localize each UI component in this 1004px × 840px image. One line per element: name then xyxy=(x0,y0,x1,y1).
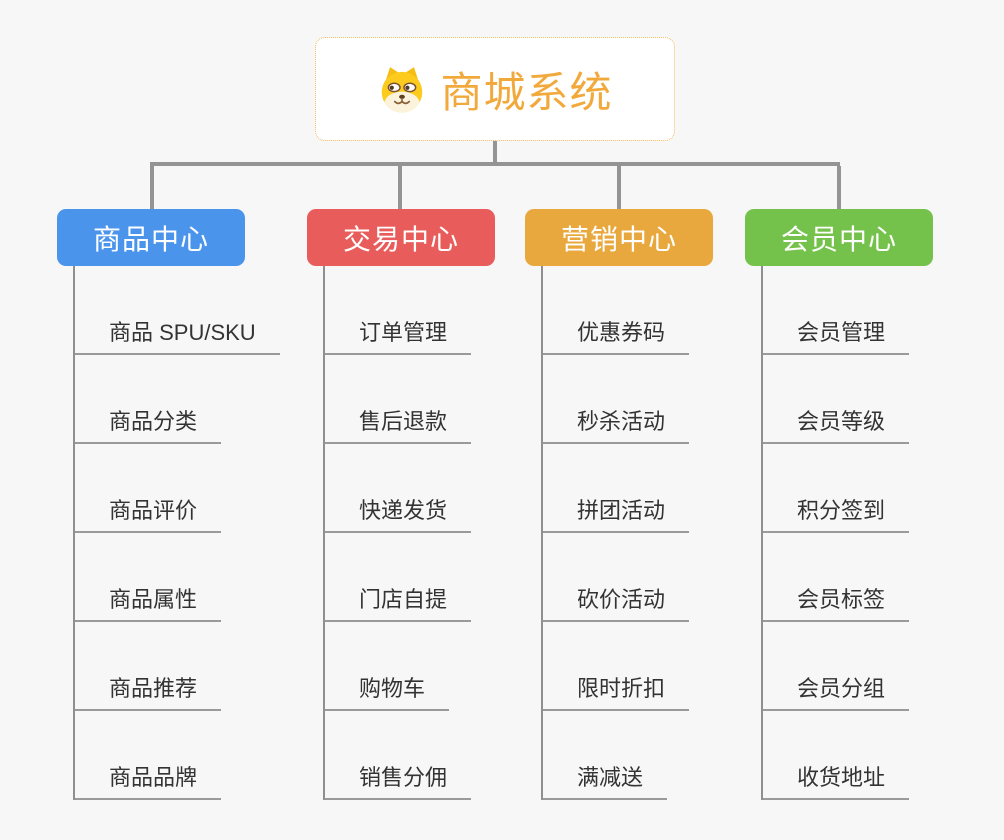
leaf-label: 购物车 xyxy=(359,676,426,701)
branch-column: 营销中心优惠券码秒杀活动拼团活动砍价活动限时折扣满减送 xyxy=(525,209,713,800)
leaf-node[interactable]: 商品推荐 xyxy=(75,622,222,711)
leaf-list: 优惠券码秒杀活动拼团活动砍价活动限时折扣满减送 xyxy=(541,266,713,800)
leaf-node[interactable]: 商品 SPU/SKU xyxy=(75,266,280,355)
leaf-node[interactable]: 销售分佣 xyxy=(325,711,472,800)
branch-label: 商品中心 xyxy=(92,223,209,255)
leaf-label: 商品 SPU/SKU xyxy=(109,320,256,345)
leaf-label: 限时折扣 xyxy=(577,676,666,701)
branch-node[interactable]: 营销中心 xyxy=(525,209,713,266)
branch-node[interactable]: 会员中心 xyxy=(745,209,933,266)
leaf-label: 商品品牌 xyxy=(109,765,198,790)
leaf-node[interactable]: 商品品牌 xyxy=(75,711,222,800)
connector-drop-2 xyxy=(398,166,402,209)
leaf-label: 商品推荐 xyxy=(109,676,198,701)
branch-label: 会员中心 xyxy=(780,223,897,255)
branch-column: 会员中心会员管理会员等级积分签到会员标签会员分组收货地址 xyxy=(745,209,933,800)
leaf-node[interactable]: 会员标签 xyxy=(763,533,910,622)
leaf-label: 销售分佣 xyxy=(359,765,448,790)
branch-column: 商品中心商品 SPU/SKU 商品分类商品评价商品属性商品推荐商品品牌 xyxy=(57,209,280,800)
leaf-node[interactable]: 商品分类 xyxy=(75,355,222,444)
connector-horizontal xyxy=(150,162,840,166)
connector-drop-1 xyxy=(150,166,154,209)
root-node[interactable]: 商城系统 xyxy=(315,37,675,141)
leaf-label: 会员管理 xyxy=(797,320,886,345)
root-title: 商城系统 xyxy=(440,68,613,116)
connector-root-stub xyxy=(493,141,497,163)
branch-node[interactable]: 交易中心 xyxy=(307,209,495,266)
leaf-node[interactable]: 满减送 xyxy=(543,711,668,800)
leaf-label: 售后退款 xyxy=(359,409,448,434)
leaf-list: 会员管理会员等级积分签到会员标签会员分组收货地址 xyxy=(761,266,933,800)
leaf-label: 砍价活动 xyxy=(577,587,666,612)
leaf-label: 收货地址 xyxy=(797,765,886,790)
leaf-label: 会员等级 xyxy=(797,409,886,434)
leaf-node[interactable]: 收货地址 xyxy=(763,711,910,800)
leaf-label: 商品评价 xyxy=(109,498,198,523)
leaf-node[interactable]: 门店自提 xyxy=(325,533,472,622)
leaf-node[interactable]: 商品属性 xyxy=(75,533,222,622)
leaf-node[interactable]: 秒杀活动 xyxy=(543,355,690,444)
leaf-label: 满减送 xyxy=(577,765,644,790)
leaf-label: 积分签到 xyxy=(797,498,886,523)
branch-label: 交易中心 xyxy=(342,223,459,255)
leaf-node[interactable]: 订单管理 xyxy=(325,266,472,355)
leaf-node[interactable]: 商品评价 xyxy=(75,444,222,533)
leaf-label: 商品分类 xyxy=(109,409,198,434)
leaf-node[interactable]: 会员等级 xyxy=(763,355,910,444)
leaf-label: 快递发货 xyxy=(359,498,448,523)
leaf-label: 优惠券码 xyxy=(577,320,666,345)
leaf-node[interactable]: 购物车 xyxy=(325,622,450,711)
leaf-node[interactable]: 快递发货 xyxy=(325,444,472,533)
leaf-node[interactable]: 积分签到 xyxy=(763,444,910,533)
leaf-list: 订单管理售后退款快递发货门店自提购物车销售分佣 xyxy=(323,266,495,800)
leaf-node[interactable]: 拼团活动 xyxy=(543,444,690,533)
dog-face-icon xyxy=(377,64,427,114)
leaf-label: 秒杀活动 xyxy=(577,409,666,434)
leaf-list: 商品 SPU/SKU 商品分类商品评价商品属性商品推荐商品品牌 xyxy=(73,266,280,800)
leaf-label: 订单管理 xyxy=(359,320,448,345)
leaf-label: 会员分组 xyxy=(797,676,886,701)
leaf-node[interactable]: 会员分组 xyxy=(763,622,910,711)
branch-node[interactable]: 商品中心 xyxy=(57,209,245,266)
leaf-node[interactable]: 限时折扣 xyxy=(543,622,690,711)
branch-column: 交易中心订单管理售后退款快递发货门店自提购物车销售分佣 xyxy=(307,209,495,800)
leaf-label: 门店自提 xyxy=(359,587,448,612)
branch-label: 营销中心 xyxy=(560,223,677,255)
leaf-node[interactable]: 会员管理 xyxy=(763,266,910,355)
connector-drop-3 xyxy=(617,166,621,209)
leaf-label: 拼团活动 xyxy=(577,498,666,523)
leaf-label: 会员标签 xyxy=(797,587,886,612)
leaf-node[interactable]: 砍价活动 xyxy=(543,533,690,622)
leaf-node[interactable]: 优惠券码 xyxy=(543,266,690,355)
leaf-node[interactable]: 售后退款 xyxy=(325,355,472,444)
connector-drop-4 xyxy=(837,166,841,209)
leaf-label: 商品属性 xyxy=(109,587,198,612)
